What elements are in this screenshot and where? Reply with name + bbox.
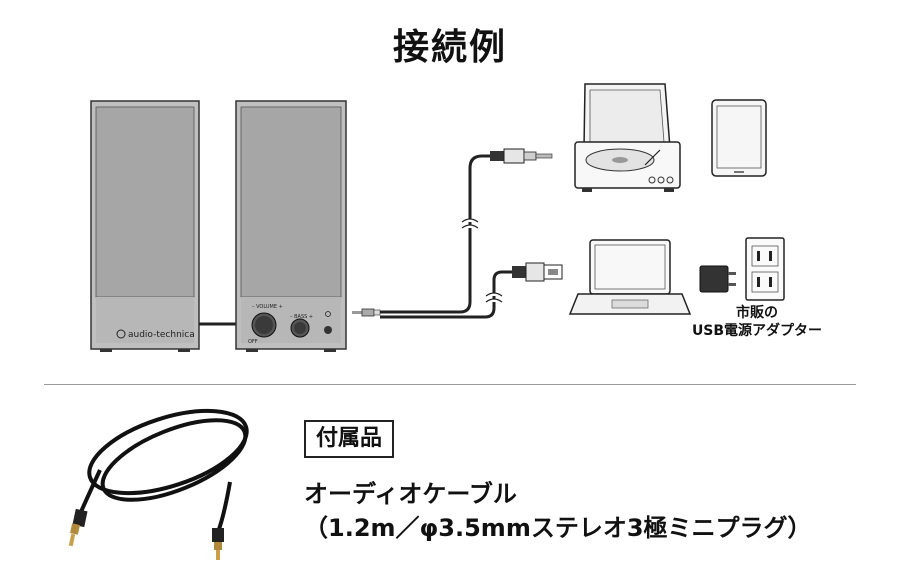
laptop-icon — [568, 239, 692, 315]
cable-break-mark — [461, 218, 479, 229]
page-title: 接続例 — [392, 27, 507, 68]
adapter-caption-line: USB電源アダプター — [691, 323, 823, 339]
right-speaker: – VOLUME + OFF – BASS + — [235, 100, 347, 352]
connection-diagram: audio-technica – VOLUME + OFF – BASS + — [90, 83, 785, 352]
wall-outlet-icon — [745, 237, 785, 301]
accessory-spec: （1.2m／φ3.5mmステレオ3極ミニプラグ） — [304, 514, 812, 542]
aux-input-plug — [352, 308, 381, 317]
volume-label: – VOLUME + — [252, 304, 283, 310]
tablet-icon — [711, 99, 767, 177]
aux-cable — [380, 154, 490, 314]
headphone-jack-icon — [324, 326, 332, 334]
mini-plug-icon — [490, 148, 553, 164]
accessory-name: オーディオケーブル — [304, 480, 517, 508]
accessory-section-label: 付属品 — [304, 420, 395, 458]
section-divider — [44, 384, 856, 385]
usb-adapter-icon — [699, 265, 736, 293]
turntable-icon — [574, 83, 681, 192]
audio-cable-icon — [68, 408, 249, 560]
mini-plug-icon — [68, 508, 88, 547]
power-led-icon — [325, 311, 331, 317]
brand-logo-icon — [116, 329, 126, 339]
adapter-caption: 市販の USB電源アダプター — [672, 304, 842, 340]
speaker-brand: audio-technica — [128, 330, 195, 340]
usb-plug-icon — [512, 262, 563, 282]
bass-label: – BASS + — [290, 314, 313, 320]
left-speaker: audio-technica — [90, 100, 200, 352]
cable-break-mark — [485, 292, 503, 303]
off-label: OFF — [248, 339, 258, 345]
mini-plug-icon — [212, 528, 224, 560]
adapter-caption-line: 市販の — [736, 305, 778, 321]
